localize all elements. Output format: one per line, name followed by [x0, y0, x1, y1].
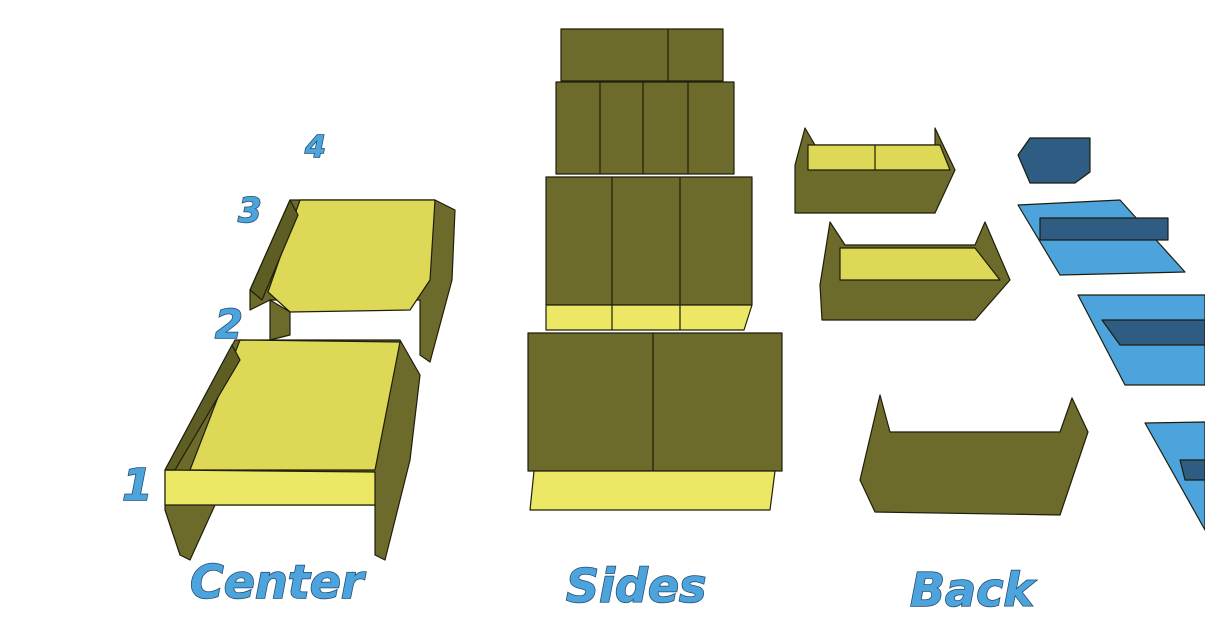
label-sides: Sides [566, 559, 706, 613]
label-4: 4 [304, 130, 326, 165]
label-back: Back [910, 563, 1036, 617]
label-center: Center [190, 555, 367, 609]
sides-panels [527, 28, 783, 511]
label-2: 2 [215, 302, 243, 348]
blue-trays [1017, 137, 1205, 531]
center-tray-upper [249, 199, 456, 363]
back-trays [794, 127, 1089, 516]
label-1: 1 [122, 460, 153, 511]
center-tray-lower [164, 339, 421, 561]
label-3: 3 [238, 191, 262, 231]
